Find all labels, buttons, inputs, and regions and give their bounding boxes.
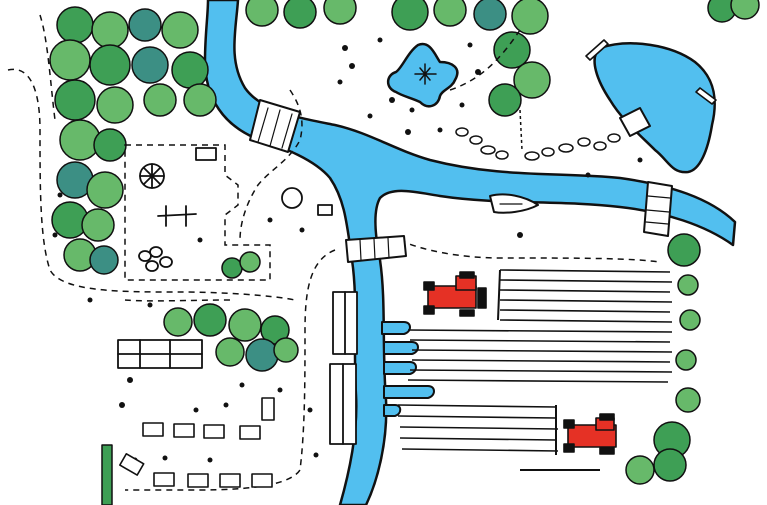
river-shape — [203, 0, 737, 505]
tent-icon — [119, 397, 275, 488]
bridge-icon — [643, 181, 673, 237]
crop-rows-icon — [397, 269, 673, 471]
tractor-icon — [563, 413, 617, 455]
pier-icon — [619, 107, 651, 137]
playground-icon — [138, 147, 333, 272]
bridge-icon — [249, 99, 301, 153]
rowboat-icon — [489, 193, 539, 214]
tree-clusters — [49, 0, 760, 505]
canoe-icon — [585, 39, 717, 105]
bridge-icon — [345, 235, 407, 263]
stepping-stones — [455, 109, 621, 161]
star-pond-shape — [386, 42, 459, 108]
barn-roof-icon — [117, 291, 358, 445]
tractor-icon — [423, 271, 487, 317]
lake-shape — [593, 42, 716, 174]
